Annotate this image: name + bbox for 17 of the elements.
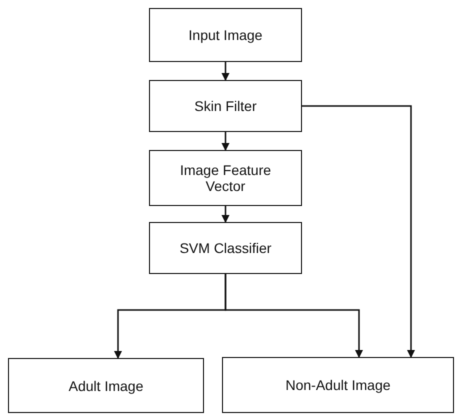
box-label: Input Image [188,27,262,43]
arrow [222,206,230,223]
process-box [149,150,302,206]
arrow [302,105,415,358]
box-label: SVM Classifier [180,240,272,256]
process-box [149,8,302,62]
process-box [149,80,302,132]
box-label: Skin Filter [194,98,257,114]
process-box [222,357,454,413]
arrow [224,274,363,358]
arrow [222,132,230,151]
box-label: Non-Adult Image [285,377,391,393]
arrow [222,62,230,81]
box-label: Adult Image [68,378,144,394]
process-box [149,222,302,274]
process-box [8,358,204,413]
box-label: Image Feature Vector [178,162,272,194]
